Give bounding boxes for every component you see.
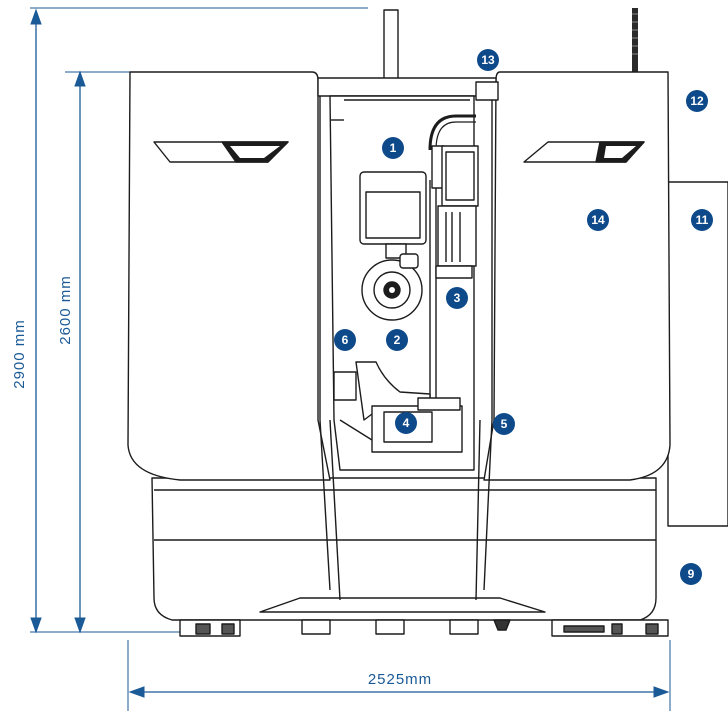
callout-9: 9 <box>680 563 702 585</box>
callout-12: 12 <box>686 90 708 112</box>
body-height-label: 2600 mm <box>57 275 74 345</box>
svg-text:5: 5 <box>501 417 508 431</box>
feet <box>179 619 669 637</box>
svg-text:12: 12 <box>690 94 704 108</box>
side-tank <box>667 181 728 527</box>
callout-3: 3 <box>446 287 468 309</box>
right-enclosure <box>483 71 671 481</box>
dimension-lines <box>30 7 671 711</box>
svg-text:1: 1 <box>390 141 397 155</box>
svg-text:11: 11 <box>696 213 709 227</box>
callout-2: 2 <box>386 329 408 351</box>
svg-text:14: 14 <box>591 213 605 227</box>
width-label: 2525mm <box>368 671 432 688</box>
overall-height-label: 2900 mm <box>11 319 28 389</box>
machine-body <box>127 8 728 637</box>
callout-6: 6 <box>334 329 356 351</box>
svg-text:13: 13 <box>481 53 495 67</box>
svg-text:6: 6 <box>342 333 349 347</box>
svg-text:4: 4 <box>403 416 410 430</box>
callout-1: 1 <box>382 137 404 159</box>
svg-text:3: 3 <box>454 291 461 305</box>
callout-14: 14 <box>587 209 609 231</box>
callouts: 1 2 3 4 5 6 9 11 <box>334 49 713 585</box>
antenna <box>632 8 638 74</box>
callout-11: 11 <box>691 209 713 231</box>
left-enclosure <box>127 71 331 481</box>
callout-5: 5 <box>493 413 515 435</box>
svg-text:9: 9 <box>688 567 695 581</box>
callout-13: 13 <box>477 49 499 71</box>
mast <box>383 9 399 81</box>
callout-4: 4 <box>395 412 417 434</box>
svg-text:2: 2 <box>394 333 401 347</box>
